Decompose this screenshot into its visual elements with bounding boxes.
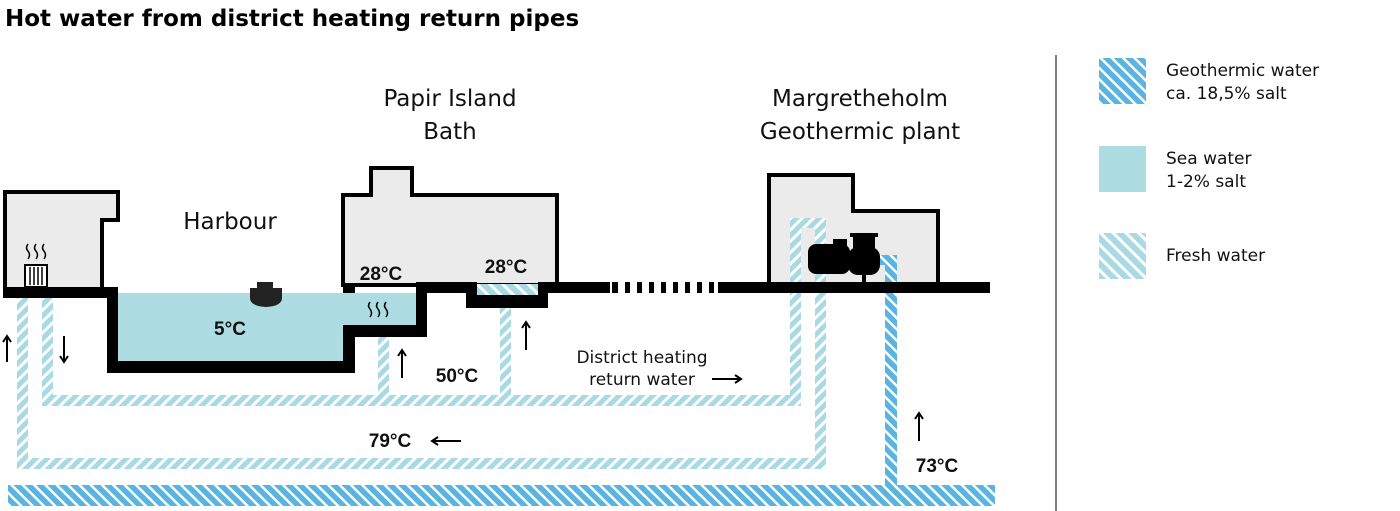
- margretheholm-label-2: Geothermic plant: [760, 119, 960, 145]
- ground-dashed: [612, 282, 714, 293]
- margretheholm-label: Margretheholm: [772, 86, 948, 112]
- arrow-up-icon: [397, 348, 407, 378]
- left-building: [3, 190, 120, 292]
- geothermic-pipes: [8, 255, 995, 506]
- arrow-up-icon: [914, 411, 924, 441]
- boat-icon: [250, 282, 282, 307]
- ground: [3, 287, 110, 298]
- fresh-water-pipes: [17, 218, 826, 469]
- arrow-down-icon: [59, 336, 69, 364]
- harbour-label: Harbour: [183, 209, 277, 235]
- heat-waves-icon: [367, 301, 389, 318]
- legend-swatch-fresh: [1099, 233, 1146, 279]
- geothermic-temp: 73°C: [916, 456, 959, 477]
- harbour-basin: [107, 287, 355, 373]
- papir-island-building: [341, 166, 559, 287]
- radiator-icon: [24, 264, 48, 288]
- heat-waves-icon: [25, 243, 47, 260]
- legend-swatch-sea: [1099, 146, 1146, 192]
- district-heating-label: District heating: [576, 348, 707, 368]
- papir-island-label-2: Bath: [423, 119, 476, 145]
- legend-label: 1-2% salt: [1166, 172, 1246, 192]
- legend-label: Fresh water: [1166, 246, 1265, 266]
- legend-label: Geothermic water: [1166, 61, 1319, 81]
- supply-temp: 50°C: [436, 366, 479, 387]
- page-title: Hot water from district heating return p…: [5, 6, 579, 32]
- pool-2-temp: 28°C: [485, 257, 528, 278]
- arrow-left-icon: [430, 436, 461, 446]
- pump-icon: [808, 233, 880, 282]
- pool-2-water: [477, 284, 538, 295]
- return-pipe-temp: 79°C: [369, 431, 412, 452]
- district-heating-label-2: return water: [589, 370, 695, 390]
- arrow-right-icon: [712, 374, 743, 384]
- legend-swatch-geothermic: [1099, 58, 1146, 104]
- papir-island-label: Papir Island: [383, 86, 516, 112]
- legend: Geothermic water ca. 18,5% salt Sea wate…: [1099, 58, 1319, 279]
- arrow-up-icon: [521, 320, 531, 350]
- ground: [718, 282, 990, 293]
- harbour-temp: 5°C: [214, 319, 246, 340]
- harbour-water: [118, 293, 343, 361]
- arrow-up-icon: [2, 334, 12, 362]
- pool-1-temp: 28°C: [360, 264, 403, 285]
- pool-1-basin: [343, 282, 427, 337]
- legend-label: ca. 18,5% salt: [1166, 84, 1287, 104]
- pool-1-water: [343, 293, 416, 326]
- legend-label: Sea water: [1166, 149, 1252, 169]
